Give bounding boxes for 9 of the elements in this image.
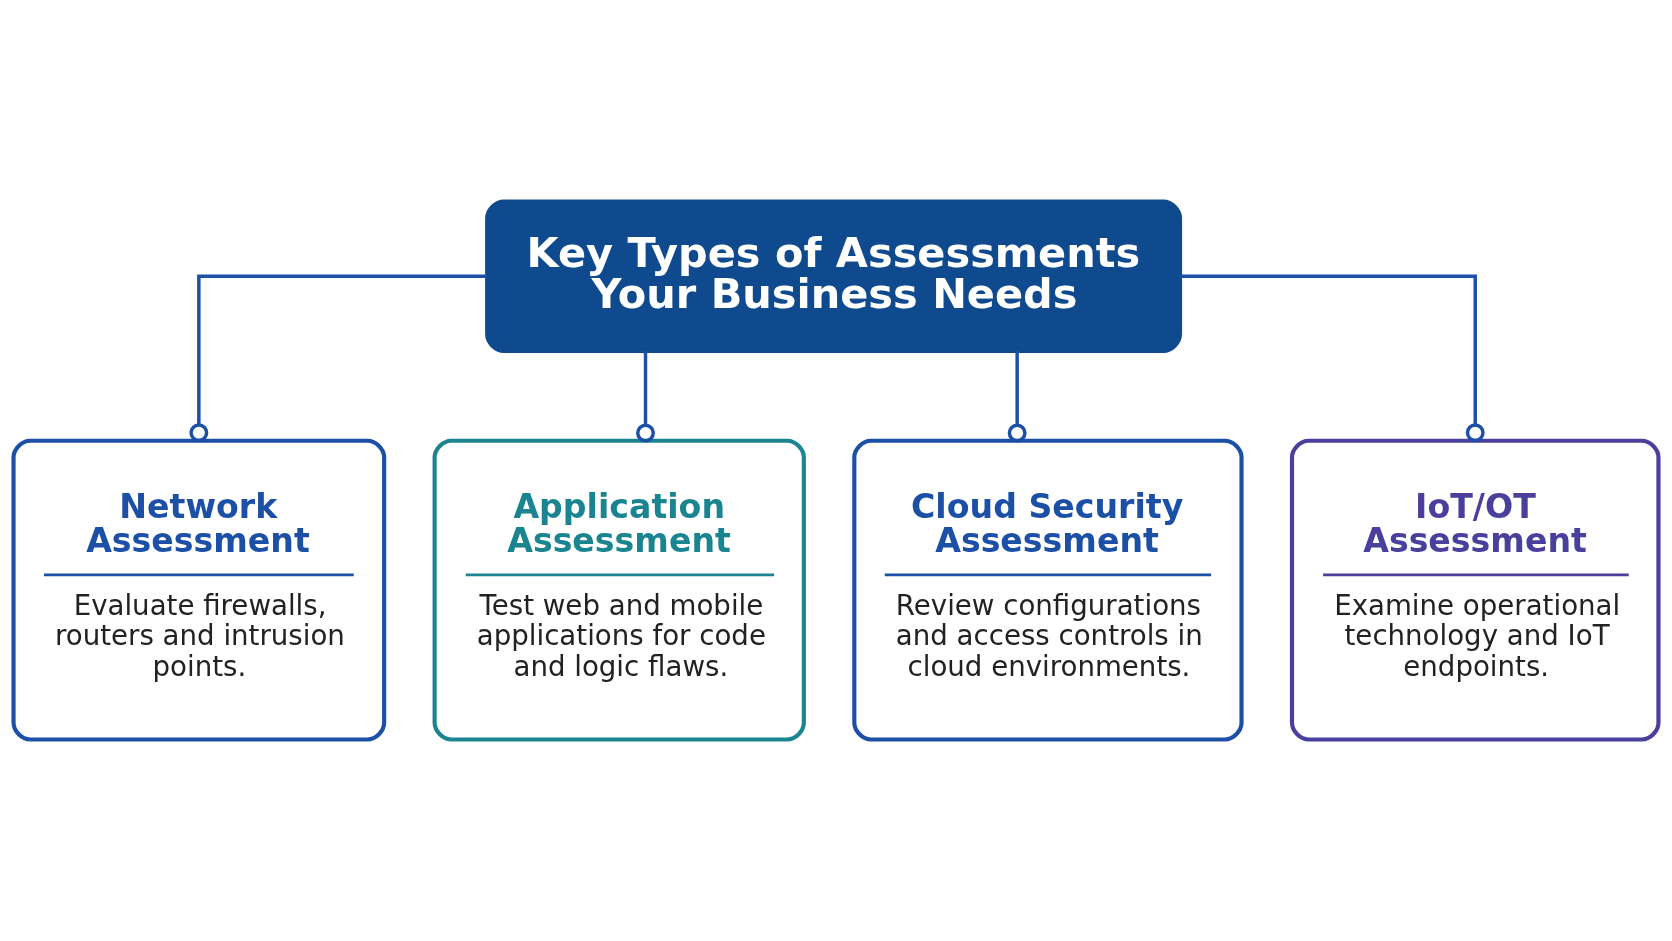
connector <box>1007 351 1027 443</box>
connector <box>189 274 487 443</box>
node-box: Key Types of Assessments Your Business Needs <box>485 199 1183 353</box>
node-box: Cloud Security Assessment Review configurations and access controls in cloud environments. <box>852 438 1244 742</box>
node-box: Network Assessment Evaluate firewalls, routers and intrusion points. <box>11 438 387 742</box>
connector <box>636 351 655 443</box>
node-box: Application Assessment Test web and mobile applications for code and logic flaws. <box>432 438 806 742</box>
connector <box>1180 274 1485 443</box>
node-box: IoT/OT Assessment Examine operational technology and IoT endpoints. <box>1289 438 1661 742</box>
